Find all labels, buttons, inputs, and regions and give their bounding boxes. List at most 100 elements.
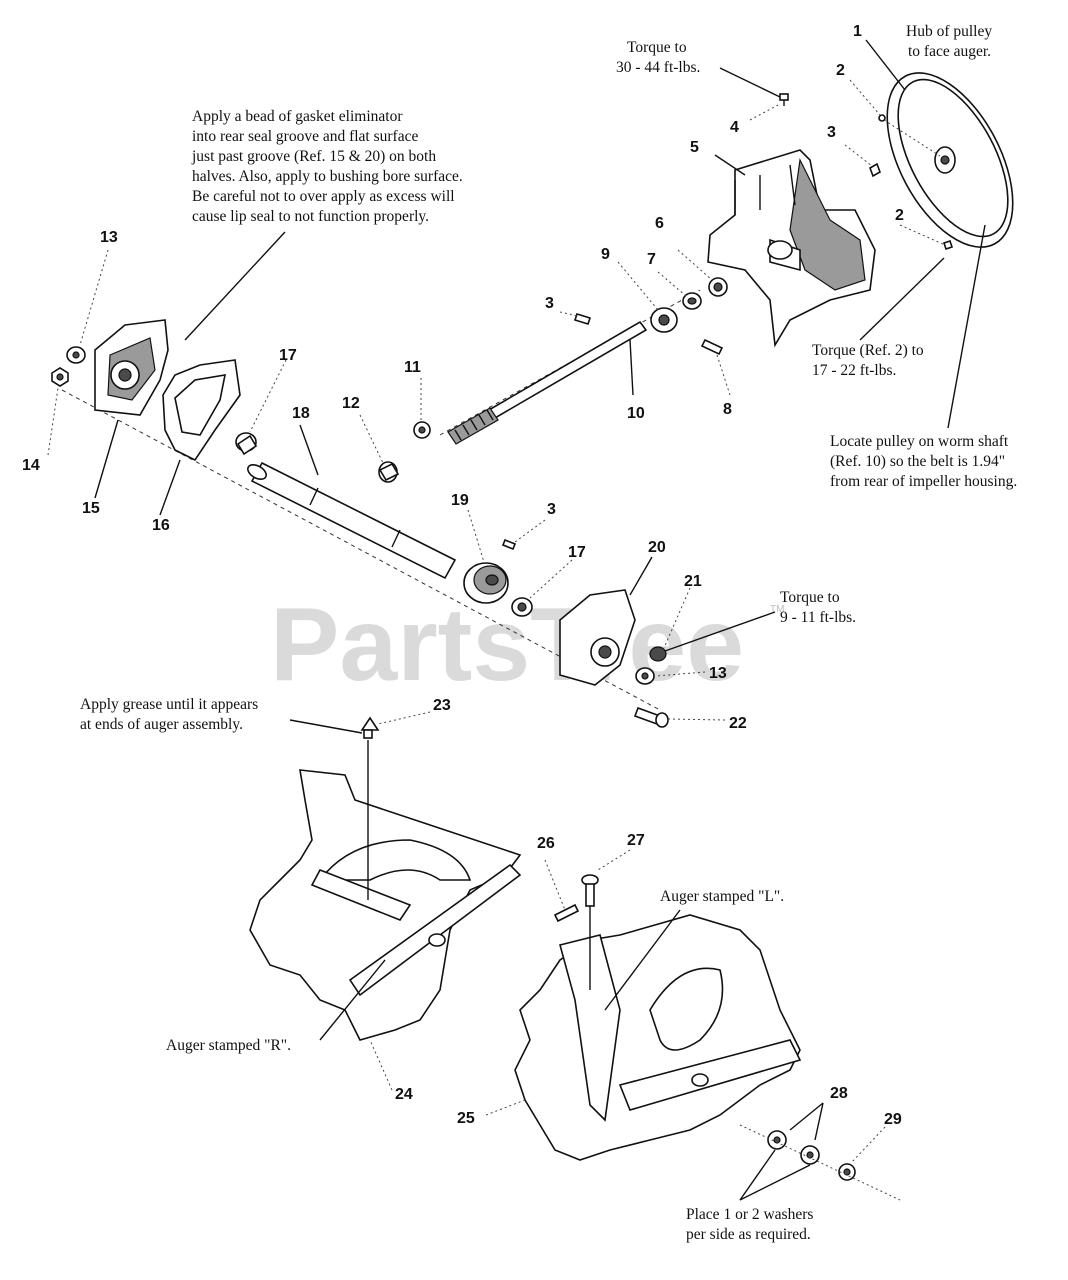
bolt-4-part [779, 93, 789, 106]
note-line: Place 1 or 2 washers [686, 1206, 813, 1223]
key-3-shaft [573, 313, 592, 325]
nut-14-part [51, 367, 69, 387]
note-line: Hub of pulley [906, 23, 992, 40]
bearing-17-right-part [511, 597, 533, 617]
bolt-22-part [633, 706, 669, 728]
nut-13-left-part [66, 346, 86, 364]
note-line: 30 - 44 ft-lbs. [616, 59, 700, 76]
setscrew-2-top [878, 114, 886, 122]
watermark-text: PartsTree [270, 587, 744, 703]
setscrew-2-bottom [942, 239, 954, 251]
note-hub-of-pulley: Hub of pulley to face auger. [906, 23, 992, 60]
callout-21: 21 [684, 573, 702, 590]
callout-1: 1 [853, 23, 862, 40]
callout-17-left: 17 [279, 347, 297, 364]
thrust-washer-9-part [650, 307, 678, 333]
callout-29: 29 [884, 1111, 902, 1128]
bushing-6-part [708, 277, 728, 297]
note-torque-ref-2: Torque (Ref. 2) to 17 - 22 ft-lbs. [812, 342, 924, 379]
gasket-16-part [162, 359, 241, 462]
washer-28b-part [800, 1145, 820, 1165]
gear-19-part [463, 562, 509, 604]
pin-26-part [553, 903, 580, 923]
callout-3-top: 3 [827, 124, 836, 141]
pin-8-part [700, 338, 724, 356]
gear-housing-15-part [94, 319, 169, 416]
leader-lines [47, 39, 986, 1201]
callout-14: 14 [22, 457, 40, 474]
note-line: cause lip seal to not function properly. [192, 208, 429, 225]
note-line: just past groove (Ref. 15 & 20) on both [191, 148, 436, 165]
bearing-12-part [378, 461, 400, 483]
note-place-washers: Place 1 or 2 washers per side as require… [686, 1206, 813, 1243]
callout-15: 15 [82, 500, 100, 517]
callout-24: 24 [395, 1086, 413, 1103]
callout-28: 28 [830, 1085, 848, 1102]
grease-fitting-23-part [360, 716, 380, 739]
note-line: Torque (Ref. 2) to [812, 342, 924, 359]
callout-5: 5 [690, 139, 699, 156]
callout-2-bottom: 2 [895, 207, 904, 224]
callout-23: 23 [433, 697, 451, 714]
callout-3-gear: 3 [547, 501, 556, 518]
note-line: from rear of impeller housing. [830, 473, 1017, 490]
key-3-top [869, 162, 881, 178]
auger-l-25-part [514, 900, 802, 1161]
note-line: Torque to [780, 589, 840, 606]
callout-18: 18 [292, 405, 310, 422]
plug-21-part [649, 646, 667, 662]
gear-housing-20-part [559, 589, 636, 686]
callout-16: 16 [152, 517, 170, 534]
key-3-gear [501, 538, 517, 551]
note-torque-4: Torque to 30 - 44 ft-lbs. [616, 39, 700, 76]
callout-20: 20 [648, 539, 666, 556]
callout-4: 4 [730, 119, 739, 136]
note-line: Torque to [627, 39, 687, 56]
callout-17-right: 17 [568, 544, 586, 561]
note-line: 9 - 11 ft-lbs. [780, 609, 856, 626]
worm-shaft-10-part [447, 320, 648, 445]
callout-10: 10 [627, 405, 645, 422]
washer-11-part [413, 421, 431, 439]
callout-7: 7 [647, 251, 656, 268]
callout-25: 25 [457, 1110, 475, 1127]
callout-3-shaft: 3 [545, 295, 554, 312]
callout-27: 27 [627, 832, 645, 849]
callout-19: 19 [451, 492, 469, 509]
note-line: into rear seal groove and flat surface [192, 128, 418, 145]
nut-29-part [838, 1163, 856, 1181]
note-line: Apply grease until it appears [80, 696, 258, 713]
callout-13-left: 13 [100, 229, 118, 246]
note-line: per side as required. [686, 1226, 811, 1243]
callout-22: 22 [729, 715, 747, 732]
callout-2-top: 2 [836, 62, 845, 79]
assembly-axis-line [61, 389, 661, 711]
nut-13-right-part [635, 667, 655, 685]
bearing-7-part [682, 292, 702, 310]
callout-11: 11 [404, 359, 421, 376]
note-line: Apply a bead of gasket eliminator [192, 108, 403, 125]
note-line: Locate pulley on worm shaft [830, 433, 1009, 450]
note-line: Be careful not to over apply as excess w… [192, 188, 455, 205]
callout-26: 26 [537, 835, 555, 852]
auger-shaft-18-part [247, 461, 457, 580]
washer-28a-part [767, 1130, 787, 1150]
note-auger-stamped-r: Auger stamped "R". [166, 1037, 291, 1054]
note-line: (Ref. 10) so the belt is 1.94" [830, 453, 1005, 470]
callout-13-right: 13 [709, 665, 727, 682]
callout-9: 9 [601, 246, 610, 263]
callout-12: 12 [342, 395, 360, 412]
leader-pulley-screw [883, 119, 941, 157]
bolt-27-part [581, 874, 599, 907]
callout-6: 6 [655, 215, 664, 232]
note-auger-stamped-l: Auger stamped "L". [660, 888, 784, 905]
bearing-17-left-part [235, 432, 258, 456]
note-apply-grease: Apply grease until it appears at ends of… [80, 696, 258, 733]
note-line: at ends of auger assembly. [80, 716, 243, 733]
note-line: halves. Also, apply to bushing bore surf… [192, 168, 463, 185]
note-line: to face auger. [908, 43, 991, 60]
watermark-trademark: TM [770, 604, 784, 615]
pulley-part [886, 72, 1014, 248]
